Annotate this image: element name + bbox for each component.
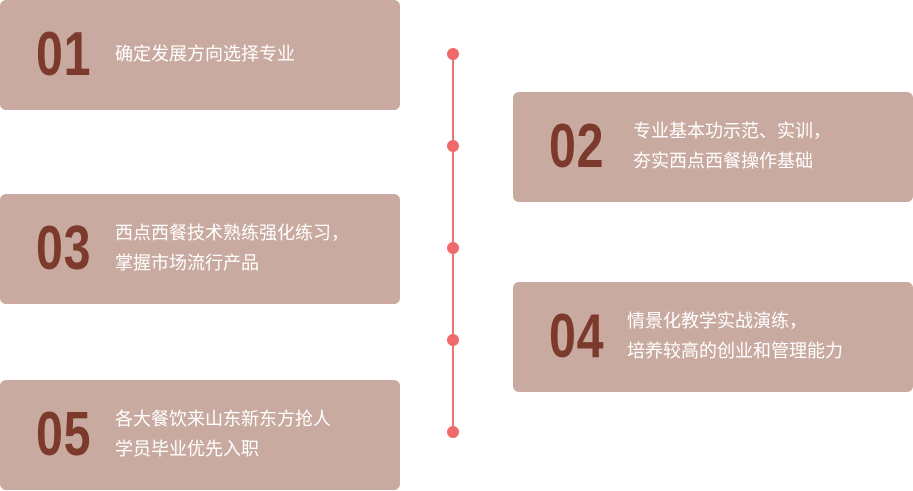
step-text-line: 专业基本功示范、实训， <box>633 121 831 142</box>
timeline-dot <box>447 242 459 254</box>
timeline-dot <box>447 48 459 60</box>
step-text: 情景化教学实战演练， 培养较高的创业和管理能力 <box>627 307 843 367</box>
step-text-line: 掌握市场流行产品 <box>115 253 259 274</box>
step-text: 各大餐饮来山东新东方抢人 学员毕业优先入职 <box>115 405 331 465</box>
step-text-line: 情景化教学实战演练， <box>627 311 807 332</box>
step-card-04: 04 情景化教学实战演练， 培养较高的创业和管理能力 <box>513 282 913 392</box>
step-text: 专业基本功示范、实训， 夯实西点西餐操作基础 <box>633 117 831 177</box>
step-text-line: 确定发展方向选择专业 <box>115 44 295 65</box>
step-text-line: 各大餐饮来山东新东方抢人 <box>115 409 331 430</box>
step-number: 04 <box>549 302 605 371</box>
step-text: 西点西餐技术熟练强化练习， 掌握市场流行产品 <box>115 219 349 279</box>
step-text-line: 学员毕业优先入职 <box>115 439 259 460</box>
step-text-line: 夯实西点西餐操作基础 <box>633 151 813 172</box>
step-card-02: 02 专业基本功示范、实训， 夯实西点西餐操作基础 <box>513 92 913 202</box>
step-text-line: 西点西餐技术熟练强化练习， <box>115 223 349 244</box>
step-text: 确定发展方向选择专业 <box>115 40 295 70</box>
step-card-01: 01 确定发展方向选择专业 <box>0 0 400 110</box>
timeline-dot <box>447 334 459 346</box>
timeline-dot <box>447 140 459 152</box>
step-text-line: 培养较高的创业和管理能力 <box>627 341 843 362</box>
step-number: 05 <box>36 400 92 469</box>
step-card-03: 03 西点西餐技术熟练强化练习， 掌握市场流行产品 <box>0 194 400 304</box>
step-number: 02 <box>549 112 605 181</box>
step-card-05: 05 各大餐饮来山东新东方抢人 学员毕业优先入职 <box>0 380 400 490</box>
timeline-dot <box>447 426 459 438</box>
step-number: 03 <box>36 214 92 283</box>
step-number: 01 <box>36 20 92 89</box>
